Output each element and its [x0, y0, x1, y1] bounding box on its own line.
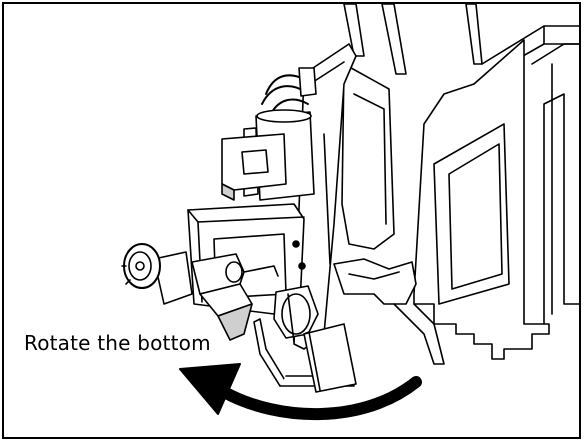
curved-arrow-icon — [179, 363, 422, 421]
printer-head-illustration — [121, 4, 579, 421]
instruction-caption: Rotate the bottom — [24, 331, 211, 355]
printer-frame — [333, 4, 579, 365]
printhead-assembly — [121, 43, 357, 393]
thumb-knob — [121, 243, 193, 305]
